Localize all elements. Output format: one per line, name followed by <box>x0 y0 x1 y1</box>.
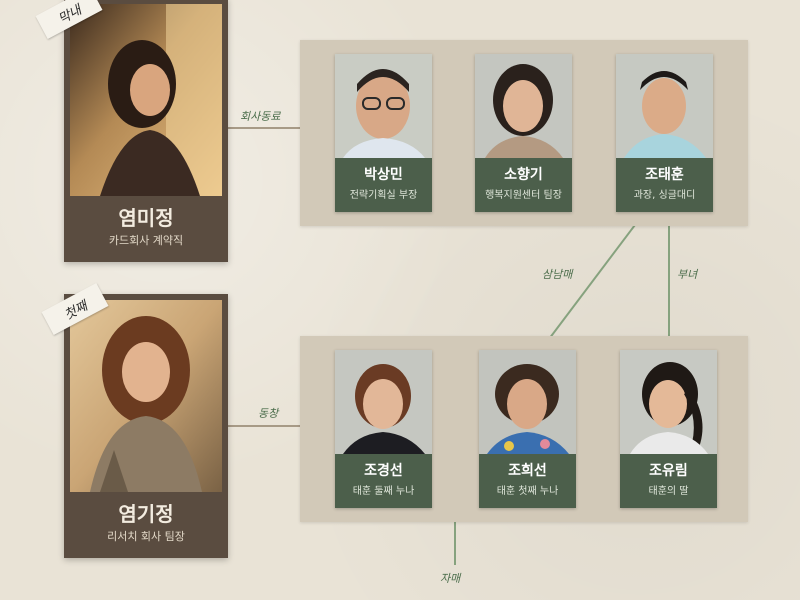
sisters-label: 자매 <box>440 572 461 585</box>
protagonist-card-gijeong[interactable]: 염기정 리서치 회사 팀장 <box>64 294 228 558</box>
character-card-gyeongseon[interactable]: 조경선 태훈 둘째 누나 <box>335 350 432 508</box>
coworker-group-panel: 박상민 전략기획실 부장 소향기 행복지원센터 팀장 조태훈 과장, 싱글대디 <box>300 40 748 226</box>
portrait-photo <box>475 54 572 158</box>
portrait-photo <box>616 54 713 158</box>
portrait-photo <box>335 350 432 454</box>
protagonist-name: 염미정 <box>118 206 174 230</box>
character-description: 전략기획실 부장 <box>349 190 418 201</box>
portrait-photo <box>620 350 717 454</box>
character-description: 과장, 싱글대디 <box>633 190 696 201</box>
portrait-photo <box>70 4 222 196</box>
protagonist-role: 카드회사 계약직 <box>108 234 184 247</box>
siblings-label: 삼남매 <box>542 268 573 281</box>
father-daughter-label: 부녀 <box>677 268 698 281</box>
character-card-sangmin[interactable]: 박상민 전략기획실 부장 <box>335 54 432 212</box>
protagonist-name: 염기정 <box>118 502 174 526</box>
character-description: 태훈 첫째 누나 <box>496 486 559 497</box>
father-daughter-line <box>668 224 670 352</box>
character-card-yurim[interactable]: 조유림 태훈의 딸 <box>620 350 717 508</box>
character-description: 태훈의 딸 <box>648 486 689 497</box>
portrait-photo <box>70 300 222 492</box>
character-name: 조희선 <box>508 463 547 479</box>
portrait-photo <box>335 54 432 158</box>
character-card-hyanggi[interactable]: 소향기 행복지원센터 팀장 <box>475 54 572 212</box>
portrait-photo <box>479 350 576 454</box>
coworker-line <box>228 127 300 129</box>
character-name: 소향기 <box>504 167 543 183</box>
character-description: 행복지원센터 팀장 <box>485 190 562 201</box>
coworker-label: 회사동료 <box>240 110 281 123</box>
classmate-label: 동창 <box>258 407 279 420</box>
family-group-panel: 조경선 태훈 둘째 누나 조희선 태훈 첫째 누나 <box>300 336 748 522</box>
character-name: 조경선 <box>364 463 403 479</box>
protagonist-role: 리서치 회사 팀장 <box>107 530 185 543</box>
classmate-line <box>228 425 336 427</box>
character-description: 태훈 둘째 누나 <box>352 486 415 497</box>
character-name: 조유림 <box>649 463 688 479</box>
protagonist-card-mijeong[interactable]: 염미정 카드회사 계약직 <box>64 0 228 262</box>
character-name: 조태훈 <box>645 167 684 183</box>
character-name: 박상민 <box>364 167 403 183</box>
character-card-taehun[interactable]: 조태훈 과장, 싱글대디 <box>616 54 713 212</box>
character-card-huiseon[interactable]: 조희선 태훈 첫째 누나 <box>479 350 576 508</box>
